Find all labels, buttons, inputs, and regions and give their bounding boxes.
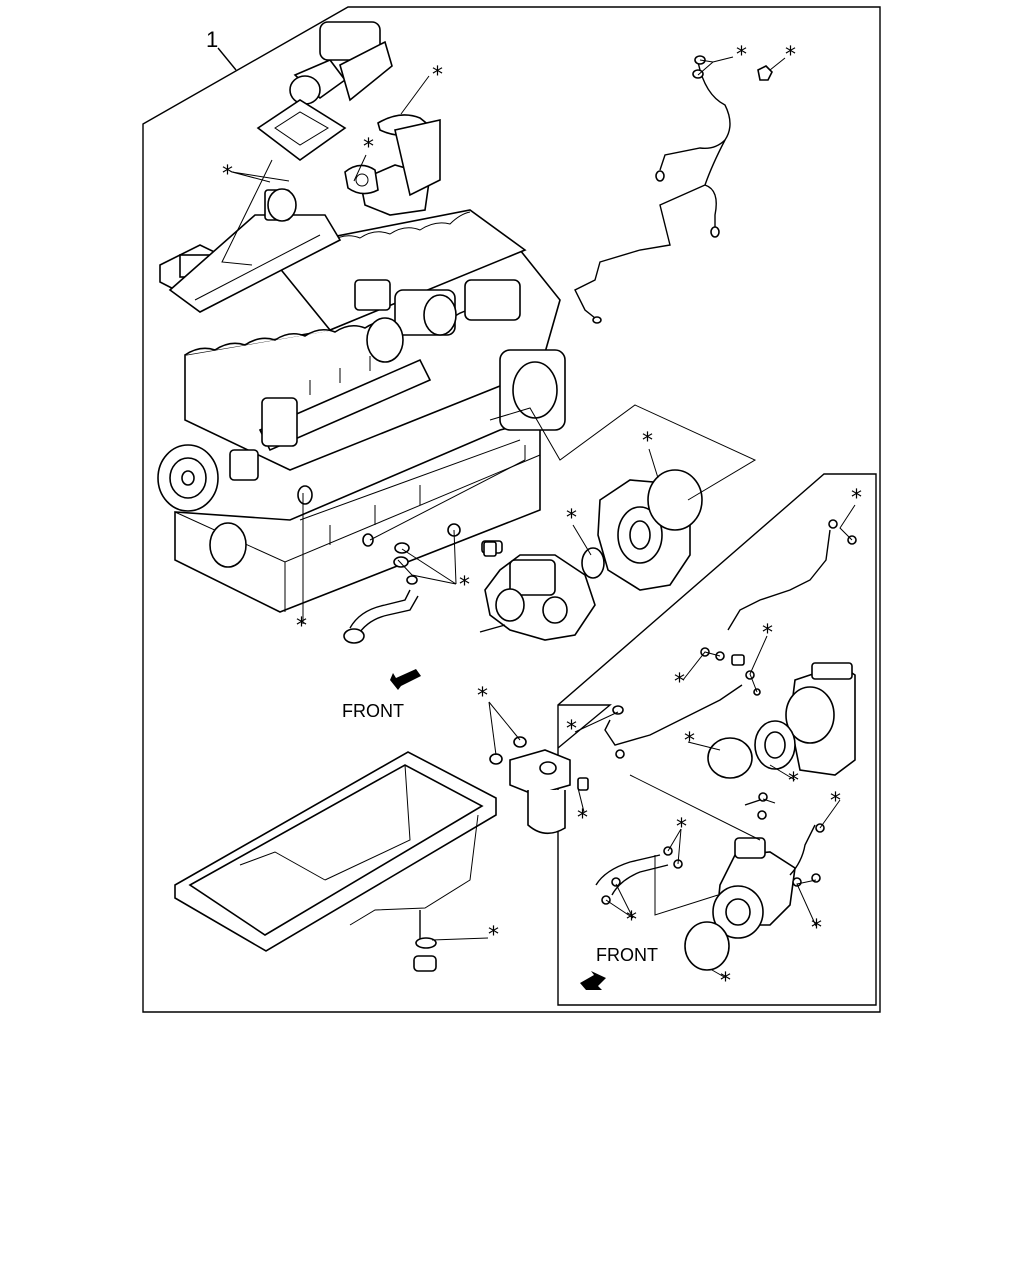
callout-star: * <box>762 621 773 646</box>
callout-star: * <box>363 135 374 160</box>
item-number-leader <box>217 47 237 71</box>
callout-star: * <box>296 614 307 639</box>
supply-pump <box>479 469 703 641</box>
front-label: FRONT <box>596 945 658 965</box>
callout-star: * <box>788 769 799 794</box>
callout-star: * <box>566 717 577 742</box>
leader-lines <box>231 56 856 979</box>
callout-star: * <box>642 429 653 454</box>
callout-star: * <box>488 923 499 948</box>
callout-star: * <box>432 63 443 88</box>
callout-star: * <box>720 969 731 994</box>
turbocharger <box>707 662 856 779</box>
front-indicator-main: FRONT <box>342 669 421 721</box>
callout-star: * <box>674 670 685 695</box>
outer-frame <box>142 6 881 1013</box>
callout-star: * <box>851 486 862 511</box>
callout-star: * <box>577 806 588 831</box>
callout-star: * <box>566 506 577 531</box>
front-arrow-icon <box>390 669 421 690</box>
callout-star: * <box>830 789 841 814</box>
routing-lines <box>221 159 761 916</box>
fuel-rail-assembly <box>258 279 521 452</box>
front-label: FRONT <box>342 701 404 721</box>
callout-star: * <box>684 729 695 754</box>
front-arrow-icon <box>580 971 606 990</box>
asterisk-callouts: * * * * * * * * * * * * * * * * * * * * … <box>222 43 862 994</box>
inset-frame-chamfer <box>557 704 612 749</box>
inset-frame <box>557 473 877 1006</box>
callout-star: * <box>477 684 488 709</box>
callout-star: * <box>222 162 233 187</box>
callout-star: * <box>736 43 747 68</box>
callout-star: * <box>676 815 687 840</box>
callout-star: * <box>459 573 470 598</box>
oil-filter <box>489 736 589 835</box>
callout-star: * <box>811 916 822 941</box>
item-number-label: 1 <box>206 27 218 52</box>
egr-valve <box>256 21 441 222</box>
oil-pipe <box>343 523 497 644</box>
injection-pipes <box>574 55 773 324</box>
oil-pan <box>174 751 497 972</box>
turbo-oil-pipes <box>604 519 857 759</box>
front-indicator-sub: FRONT <box>580 945 658 990</box>
callout-star: * <box>785 43 796 68</box>
air-compressor <box>595 792 825 971</box>
callout-star: * <box>626 908 637 933</box>
